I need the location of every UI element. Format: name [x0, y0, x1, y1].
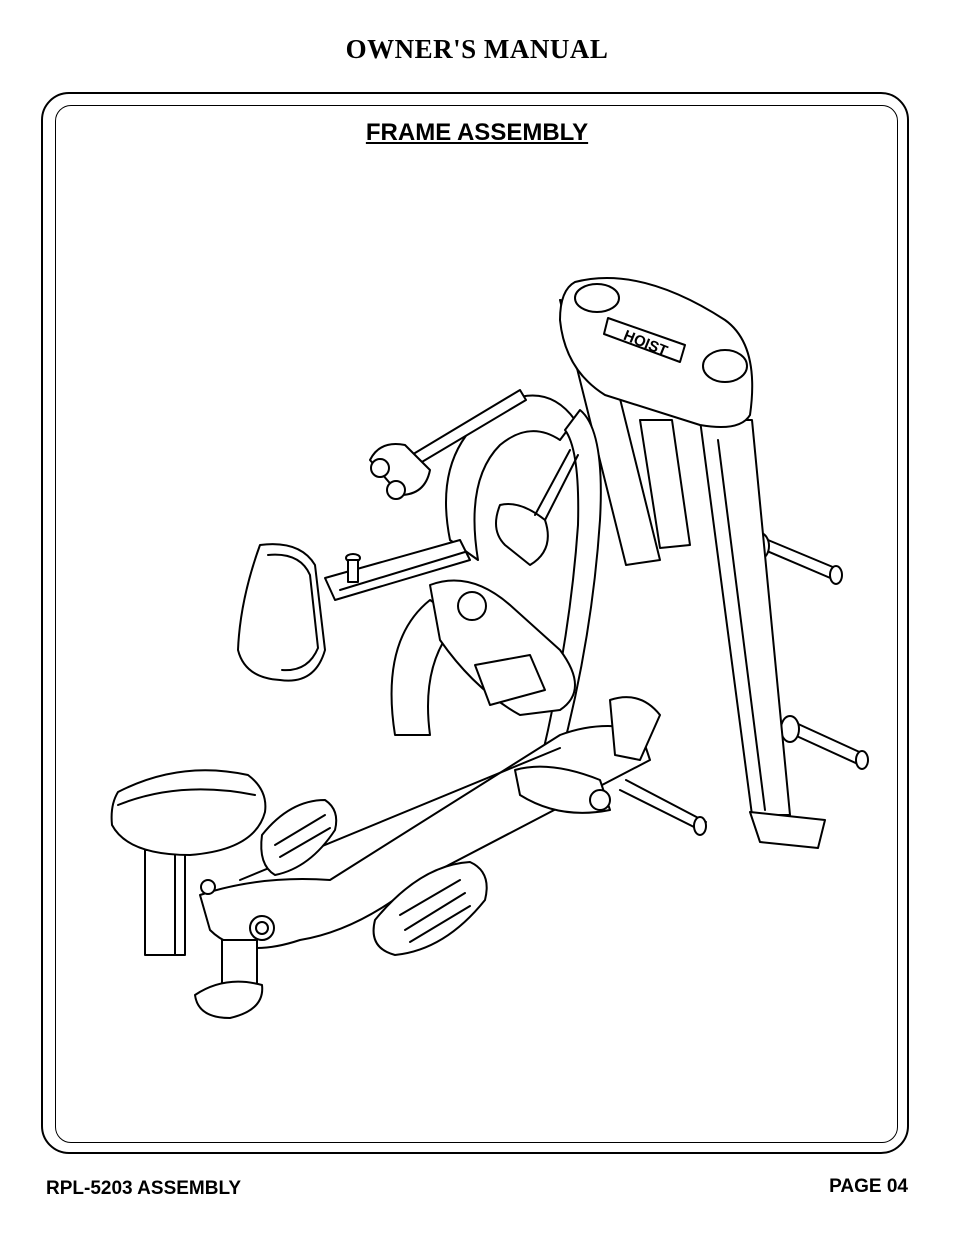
rear-foot [749, 811, 826, 849]
front-foot [194, 980, 264, 1019]
chest-pad-arm [324, 539, 471, 601]
foot-plate-left [260, 799, 338, 876]
frame-assembly-illustration: HOIST [110, 276, 869, 1019]
footer-page-number: PAGE 04 [829, 1176, 908, 1197]
seat-post [144, 849, 186, 956]
rear-brace [639, 419, 691, 549]
weight-horn-center [619, 779, 707, 836]
rear-upright-right [699, 419, 791, 816]
weight-horn-lower [780, 715, 869, 770]
footer-model: RPL-5203 ASSEMBLY [46, 1178, 241, 1199]
section-title: FRAME ASSEMBLY [365, 119, 589, 146]
outer-border [41, 92, 909, 1154]
seat-cushion [110, 769, 267, 856]
manual-title: OWNER'S MANUAL [345, 34, 609, 64]
inner-border [55, 105, 898, 1143]
mid-handle [495, 503, 549, 566]
upper-handle [369, 443, 431, 496]
foot-plate-right [372, 861, 488, 956]
